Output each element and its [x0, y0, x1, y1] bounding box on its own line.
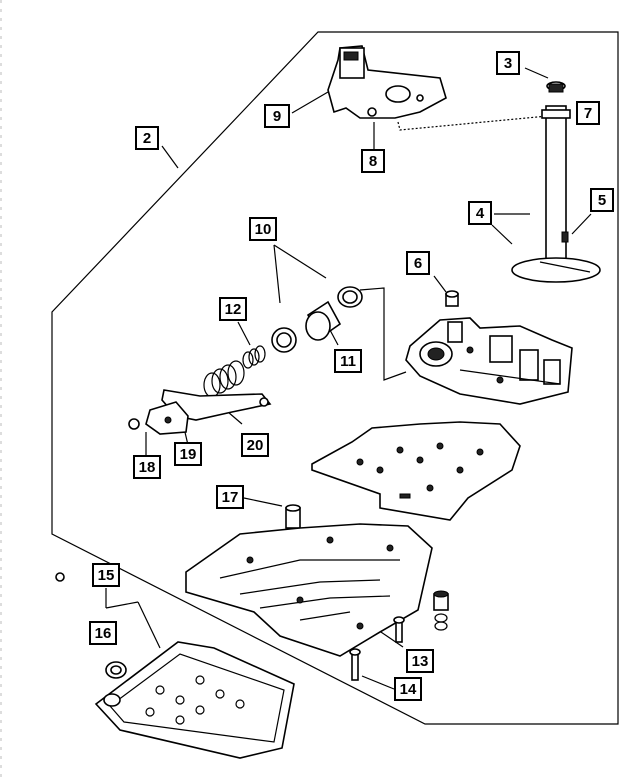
callout-label: 15 — [98, 567, 115, 584]
callout-10: 10 — [249, 217, 277, 241]
callout-20: 20 — [241, 433, 269, 457]
callout-label: 2 — [143, 130, 151, 147]
callout-16: 16 — [89, 621, 117, 645]
callout-17: 17 — [216, 485, 244, 509]
callout-label: 8 — [369, 153, 377, 170]
callout-18: 18 — [133, 455, 161, 479]
callout-label: 17 — [222, 489, 239, 506]
leader-lines — [105, 67, 592, 690]
callout-label: 3 — [504, 55, 512, 72]
callout-label: 10 — [255, 221, 272, 238]
servo-rings — [271, 286, 363, 353]
callout-label: 12 — [225, 301, 242, 318]
callout-label: 5 — [598, 192, 606, 209]
callout-label: 18 — [139, 459, 156, 476]
callout-13: 13 — [406, 649, 434, 673]
callout-label: 20 — [247, 437, 264, 454]
plug-17 — [285, 504, 301, 529]
lower-valve-body — [185, 523, 433, 657]
callout-19: 19 — [174, 442, 202, 466]
callout-label: 7 — [584, 105, 592, 122]
callout-2: 2 — [135, 126, 159, 150]
callout-5: 5 — [590, 188, 614, 212]
callout-label: 13 — [412, 653, 429, 670]
callout-label: 9 — [273, 108, 281, 125]
lever-assembly — [128, 389, 272, 435]
manual-valve-shaft — [511, 81, 601, 283]
check-ball — [55, 572, 65, 582]
springs — [203, 345, 266, 398]
callout-4: 4 — [468, 201, 492, 225]
callout-11: 11 — [334, 349, 362, 373]
callout-14: 14 — [394, 677, 422, 701]
callout-label: 11 — [340, 353, 356, 370]
callout-9: 9 — [264, 104, 290, 128]
assembly-boundary — [51, 31, 619, 725]
callout-label: 6 — [414, 255, 422, 272]
upper-valve-body — [405, 317, 573, 405]
callout-7: 7 — [576, 101, 600, 125]
callout-6: 6 — [406, 251, 430, 275]
sensor-bracket — [327, 45, 447, 119]
oil-filter — [94, 641, 295, 759]
callout-label: 19 — [180, 446, 197, 463]
callout-12: 12 — [219, 297, 247, 321]
callout-15: 15 — [92, 563, 120, 587]
separator-plate — [311, 421, 521, 521]
callout-3: 3 — [496, 51, 520, 75]
bolts — [349, 590, 449, 681]
callout-label: 14 — [400, 681, 417, 698]
callout-label: 4 — [476, 205, 485, 222]
callout-8: 8 — [361, 149, 385, 173]
plug — [445, 290, 459, 307]
callout-label: 16 — [95, 625, 112, 642]
